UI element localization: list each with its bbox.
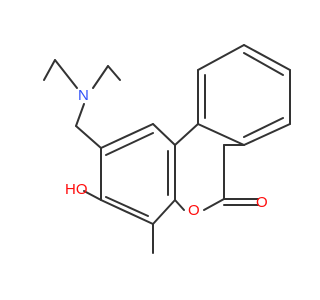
ring-left-bond-1 xyxy=(100,123,154,149)
ring-right-double-3 xyxy=(243,117,284,138)
ring-left-bond-4 xyxy=(152,199,176,225)
atom-labels: N O O HO xyxy=(65,87,268,219)
structure-diagram: N O O HO xyxy=(43,44,291,254)
ring-right-bond-5 xyxy=(243,123,291,146)
carbonyl-oxygen-label: O xyxy=(256,194,268,211)
ring-oxygen-left-bond xyxy=(174,199,185,211)
n-to-ch2-bond xyxy=(75,103,85,127)
ethyl-left-bond-2 xyxy=(54,59,78,89)
left-aromatic-ring xyxy=(100,123,176,225)
ring-oxygen-label: O xyxy=(188,202,200,219)
molecule-canvas: N O O HO xyxy=(43,44,291,254)
ring-right-double-2 xyxy=(243,52,284,76)
right-aromatic-ring xyxy=(197,44,291,146)
ring-right-bond-6 xyxy=(197,123,245,146)
ethyl-right-bond-1 xyxy=(92,65,109,89)
hydroxyl-label: HO xyxy=(65,181,88,198)
hydroxyl-bond xyxy=(83,190,102,201)
ethyl-right-bond-2 xyxy=(107,65,121,81)
ring-left-bond-2 xyxy=(152,123,176,146)
ring-left-double-1 xyxy=(105,132,154,156)
ethyl-left-bond-1 xyxy=(43,59,56,81)
biaryl-bond xyxy=(174,123,199,146)
nitrogen-label: N xyxy=(78,87,89,104)
substituents-left xyxy=(83,190,154,254)
diethylamino-group xyxy=(43,59,121,149)
ring-right-bond-3 xyxy=(243,44,291,71)
ring-left-bond-5 xyxy=(100,199,154,225)
ring-left-double-3 xyxy=(105,196,149,217)
ch2-to-ring-bond xyxy=(75,125,102,149)
ring-right-bond-2 xyxy=(197,44,245,71)
lactone-ring xyxy=(174,123,259,211)
ring-oxygen-right-bond xyxy=(203,198,225,211)
